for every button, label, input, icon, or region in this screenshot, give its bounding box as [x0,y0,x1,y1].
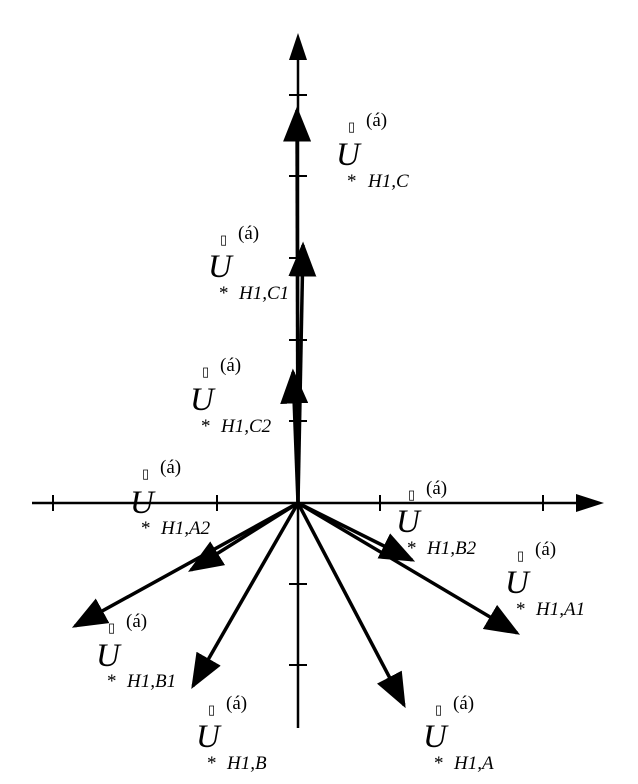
label-letter: U [336,137,362,173]
label-star: * [219,283,229,304]
label-sub: H1,C [367,171,409,192]
label-sub: H1,B [226,753,267,774]
label-box: ▯ [220,232,227,247]
label-star: * [347,171,357,192]
label-sup: (á) [160,457,181,478]
label-star: * [107,671,117,692]
label-U-H1A: ▯ (á) U * H1,A [423,693,494,774]
label-star: * [201,416,211,437]
label-sub: H1,B1 [126,671,176,692]
label-sup: (á) [453,693,474,714]
label-letter: U [505,565,531,601]
vector-U-H1A1 [297,501,521,635]
label-sup: (á) [220,355,241,376]
label-star: * [407,538,417,559]
label-box: ▯ [142,466,149,481]
label-box: ▯ [208,702,215,717]
label-box: ▯ [408,487,415,502]
label-U-H1B2: ▯ (á) U * H1,B2 [396,478,477,559]
label-sub: H1,A [453,753,494,774]
label-box: ▯ [348,119,355,134]
label-sup: (á) [126,611,147,632]
axes [32,33,604,728]
label-star: * [434,753,444,774]
label-star: * [207,753,217,774]
label-letter: U [96,638,122,674]
vector-U-H1A [296,502,406,709]
label-U-H1C2: ▯ (á) U * H1,C2 [190,355,272,437]
label-box: ▯ [435,702,442,717]
label-sup: (á) [366,110,387,131]
label-letter: U [196,719,222,755]
label-sup: (á) [426,478,447,499]
label-U-H1B: ▯ (á) U * H1,B [196,693,267,774]
label-box: ▯ [108,620,115,635]
vector-U-H1C2 [280,368,309,504]
label-star: * [141,518,151,539]
label-box: ▯ [202,364,209,379]
label-U-H1C: ▯ (á) U * H1,C [336,110,409,192]
vector-U-H1B [191,502,300,690]
label-letter: U [423,719,449,755]
label-letter: U [130,485,156,521]
label-star: * [516,599,526,620]
vector-U-H1B1 [71,501,299,628]
label-sub: H1,A2 [160,518,211,539]
label-sup: (á) [238,223,259,244]
label-U-H1B1: ▯ (á) U * H1,B1 [96,611,176,692]
label-letter: U [208,249,234,285]
label-sub: H1,C1 [238,283,289,304]
label-letter: U [396,504,422,540]
label-box: ▯ [517,548,524,563]
horizontal-axis-arrow [576,494,604,512]
label-sub: H1,B2 [426,538,477,559]
label-sup: (á) [535,539,556,560]
label-U-H1A1: ▯ (á) U * H1,A1 [505,539,585,620]
label-sub: H1,C2 [220,416,272,437]
label-letter: U [190,382,216,418]
label-sub: H1,A1 [535,599,585,620]
vertical-axis-arrow [289,33,307,60]
label-sup: (á) [226,693,247,714]
label-U-H1A2: ▯ (á) U * H1,A2 [130,457,211,539]
phasors [71,106,521,709]
label-U-H1C1: ▯ (á) U * H1,C1 [208,223,289,304]
